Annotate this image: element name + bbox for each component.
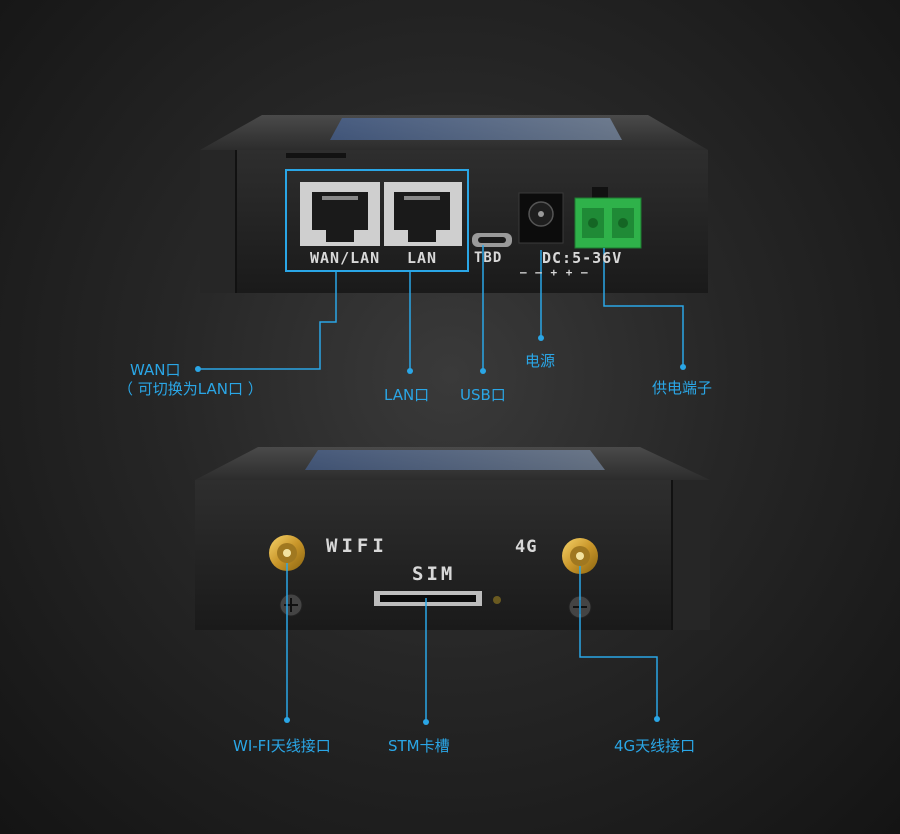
sim-slot [374,591,482,606]
callout-dots [195,335,686,725]
wan-port-label: WAN口 [130,361,181,379]
wan-port-note: （ 可切换为LAN口 ） [118,380,263,398]
4g-antenna-connector [562,538,598,574]
wifi-antenna-label: WI-FI天线接口 [233,737,331,755]
device-sticker [330,118,622,140]
wifi-print: WIFI [326,535,388,557]
lan-print: LAN [407,249,438,267]
sim-print: SIM [412,563,456,585]
4g-ant-callout-line [579,566,658,719]
tbd-print: TBD [474,250,503,266]
status-led [493,596,501,604]
wan-lan-print: WAN/LAN [310,249,381,267]
device-right-cap [672,480,710,630]
wan-lan-port [300,182,380,246]
4g-print: 4G [515,537,538,557]
wifi-antenna-connector [269,535,305,571]
device-sticker [305,450,605,470]
front-panel-device [195,447,710,630]
usb-port-label: USB口 [460,386,506,404]
wan-callout-line [198,271,337,370]
terminal-callout-line [603,248,684,367]
power-terminal-label: 供电端子 [652,379,713,397]
usb-port [472,233,512,247]
rear-panel-device [200,115,708,293]
power-label: 电源 [525,352,556,370]
callout-lines [198,245,684,722]
lan-port-label: LAN口 [384,386,430,404]
lan-port [384,182,462,246]
sim-slot-label: STM卡槽 [388,737,450,755]
ethernet-port-frame [285,169,469,272]
screw-left [279,593,303,617]
4g-antenna-label: 4G天线接口 [614,737,696,755]
power-terminal-block [574,187,642,249]
device-left-cap [200,150,236,293]
polarity-print: — — + + — [520,266,589,279]
dc-jack [518,192,564,244]
dc-voltage-print: DC:5-36V [542,249,623,267]
